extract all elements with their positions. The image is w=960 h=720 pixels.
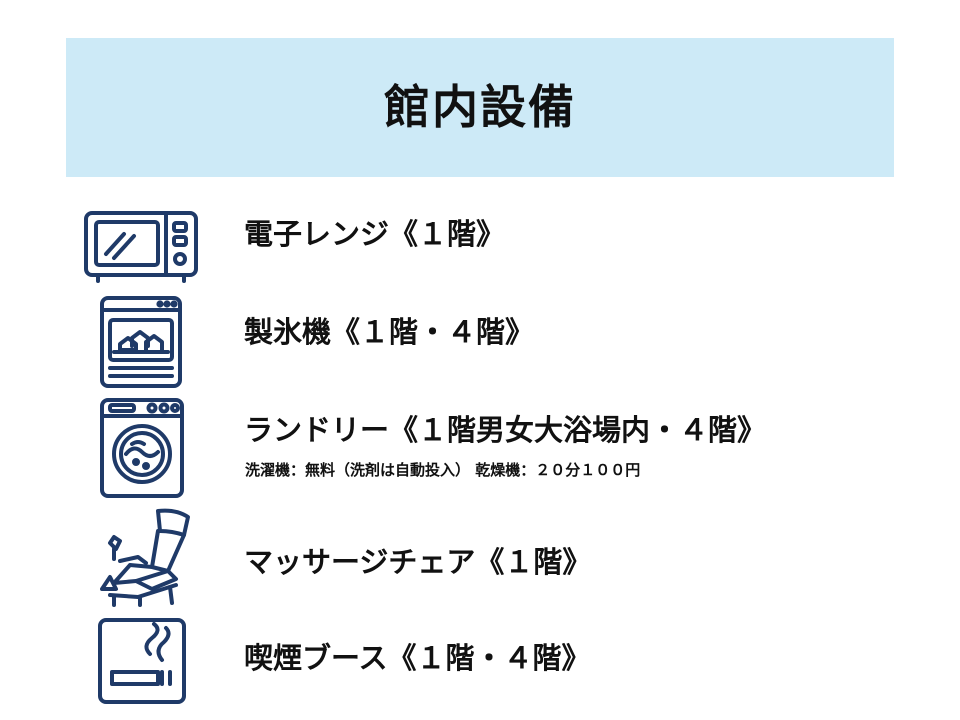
item-laundry-label: ランドリー《１階男女大浴場内・４階》 xyxy=(244,413,767,447)
item-massage-chair-label: マッサージチェア《１階》 xyxy=(244,545,592,579)
item-laundry-note: 洗濯機：無料（洗剤は自動投入） 乾燥機：２０分１００円 xyxy=(245,461,641,479)
microwave-icon xyxy=(80,208,202,284)
title-banner: 館内設備 xyxy=(66,38,894,177)
ice-machine-icon xyxy=(80,294,190,390)
page-title: 館内設備 xyxy=(384,79,576,134)
item-ice-machine-label: 製氷機《１階・４階》 xyxy=(244,315,535,349)
massage-chair-icon xyxy=(80,505,196,609)
item-smoking-booth-label: 喫煙ブース《１階・４階》 xyxy=(244,641,591,675)
smoking-icon xyxy=(80,616,190,708)
item-microwave-label: 電子レンジ《１階》 xyxy=(244,217,506,251)
washing-machine-icon xyxy=(80,396,190,500)
